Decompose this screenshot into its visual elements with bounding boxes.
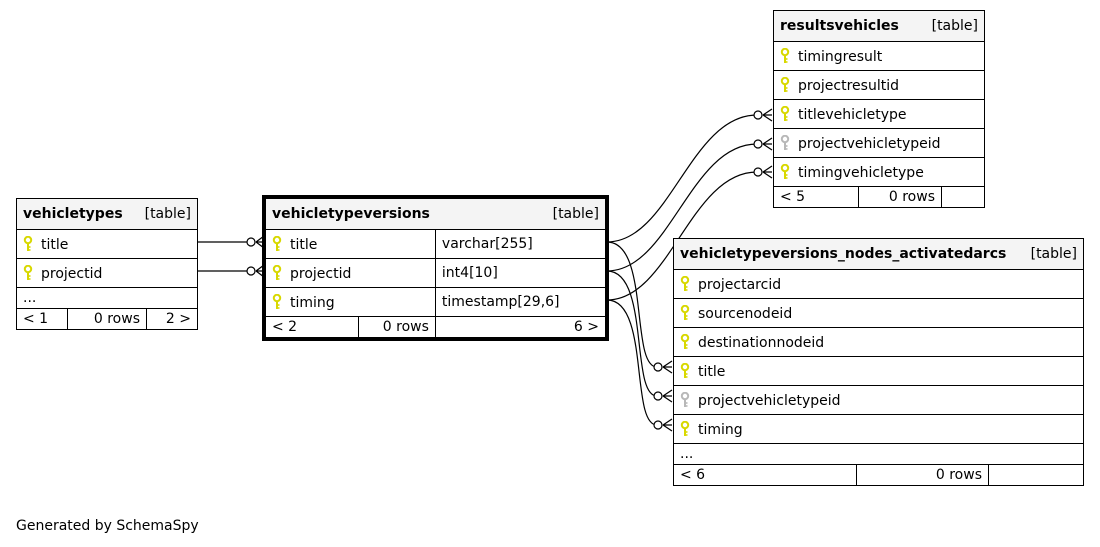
table-tag: [table] xyxy=(144,206,191,222)
column-row[interactable]: projectid xyxy=(16,258,198,288)
column-name: projectid xyxy=(290,265,352,282)
children-count: 6 > xyxy=(434,316,607,339)
primary-key-icon xyxy=(680,420,690,437)
foreign-key-icon xyxy=(680,391,690,408)
children-count xyxy=(941,186,985,208)
column-name: projectresultid xyxy=(798,77,899,94)
column-row[interactable]: timingvehicletype xyxy=(773,157,985,187)
column-row[interactable]: titlevehicletype xyxy=(773,99,985,129)
row-count: 0 rows xyxy=(858,186,942,208)
parents-count: < 2 xyxy=(264,316,359,339)
column-name: projectid xyxy=(41,265,103,282)
table-resultsvehicles[interactable]: resultsvehicles [table] timingresult pro… xyxy=(773,10,985,208)
column-row[interactable]: projectvehicletypeid xyxy=(673,385,1084,415)
children-count: 2 > xyxy=(146,308,198,330)
edge-titlevehicletype xyxy=(606,114,758,243)
primary-key-icon xyxy=(780,47,790,64)
parents-count: < 1 xyxy=(16,308,68,330)
column-name: projectarcid xyxy=(698,276,782,293)
primary-key-icon xyxy=(680,333,690,350)
column-row[interactable]: timingresult xyxy=(773,41,985,71)
column-row[interactable]: projectarcid xyxy=(673,269,1084,299)
column-name: timing xyxy=(290,294,335,311)
primary-key-icon xyxy=(272,264,282,281)
column-row[interactable]: projectresultid xyxy=(773,70,985,100)
primary-key-icon xyxy=(780,76,790,93)
column-name: titlevehicletype xyxy=(798,106,907,123)
column-name: timing xyxy=(698,421,743,438)
table-name: vehicletypes xyxy=(23,206,123,222)
edge-timingvehicletype xyxy=(606,171,758,301)
edge-title-arcs xyxy=(606,241,658,368)
column-type: varchar[255] xyxy=(434,229,607,259)
column-row[interactable]: title xyxy=(264,229,436,259)
table-name: vehicletypeversions xyxy=(272,206,430,222)
table-tag: [table] xyxy=(552,206,599,222)
table-vehicletypes[interactable]: vehicletypes [table] title projectid ...… xyxy=(16,198,198,330)
table-tag: [table] xyxy=(931,18,978,34)
primary-key-icon xyxy=(680,275,690,292)
edge-timing-arcs xyxy=(606,299,658,426)
parents-count: < 6 xyxy=(673,464,857,486)
column-name: sourcenodeid xyxy=(698,305,793,322)
primary-key-icon xyxy=(680,362,690,379)
column-row[interactable]: sourcenodeid xyxy=(673,298,1084,328)
column-row[interactable]: timing xyxy=(264,287,436,317)
column-name: projectvehicletypeid xyxy=(698,392,841,409)
primary-key-icon xyxy=(272,235,282,252)
column-name: projectvehicletypeid xyxy=(798,135,941,152)
table-tag: [table] xyxy=(1030,246,1077,262)
table-vehicletypeversions-nodes-activatedarcs[interactable]: vehicletypeversions_nodes_activatedarcs … xyxy=(673,238,1084,486)
children-count xyxy=(988,464,1084,486)
primary-key-icon xyxy=(23,264,33,281)
column-name: destinationnodeid xyxy=(698,334,825,351)
column-row[interactable]: timing xyxy=(673,414,1084,444)
table-name: resultsvehicles xyxy=(780,18,899,34)
primary-key-icon xyxy=(272,293,282,310)
table-name: vehicletypeversions_nodes_activatedarcs xyxy=(680,246,1007,262)
row-count: 0 rows xyxy=(856,464,989,486)
primary-key-icon xyxy=(780,105,790,122)
column-name: timingvehicletype xyxy=(798,164,924,181)
column-row[interactable]: title xyxy=(673,356,1084,386)
column-name: title xyxy=(290,236,318,253)
column-row[interactable]: projectid xyxy=(264,258,436,288)
foreign-key-icon xyxy=(780,134,790,151)
edge-projectvehicletypeid-arcs xyxy=(606,270,658,397)
row-count: 0 rows xyxy=(358,316,436,339)
column-type: int4[10] xyxy=(434,258,607,288)
more-columns: ... xyxy=(673,443,1084,465)
column-row[interactable]: destinationnodeid xyxy=(673,327,1084,357)
table-vehicletypeversions[interactable]: vehicletypeversions [table] title varcha… xyxy=(262,195,609,341)
primary-key-icon xyxy=(780,163,790,180)
column-name: title xyxy=(698,363,726,380)
edge-projectvehicletypeid-rv xyxy=(606,143,758,272)
primary-key-icon xyxy=(23,235,33,252)
primary-key-icon xyxy=(680,304,690,321)
column-name: timingresult xyxy=(798,48,883,65)
row-count: 0 rows xyxy=(66,308,148,330)
parents-count: < 5 xyxy=(773,186,859,208)
more-columns: ... xyxy=(16,287,198,309)
column-type: timestamp[29,6] xyxy=(434,287,607,317)
column-name: title xyxy=(41,236,69,253)
column-row[interactable]: title xyxy=(16,229,198,259)
generated-by-label: Generated by SchemaSpy xyxy=(16,518,199,534)
column-row[interactable]: projectvehicletypeid xyxy=(773,128,985,158)
